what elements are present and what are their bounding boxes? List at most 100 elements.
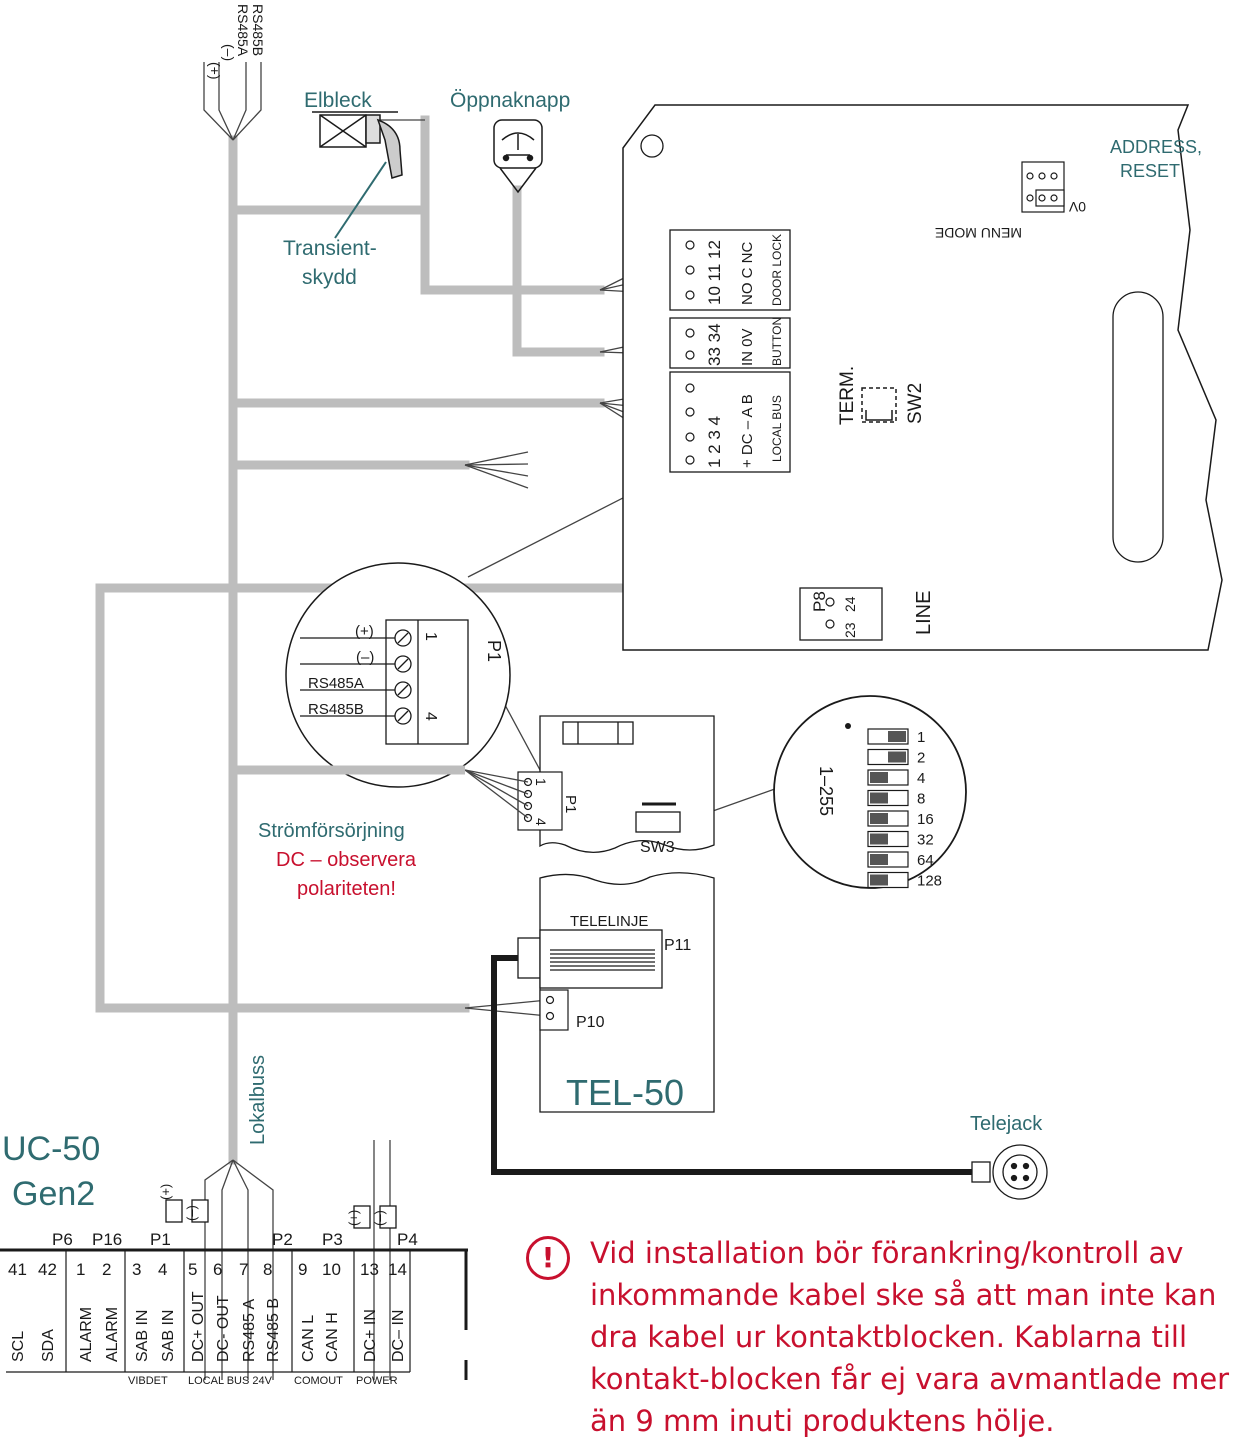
door-lock-name: DOOR LOCK	[770, 234, 784, 306]
uc50-port-label: P2	[272, 1230, 293, 1249]
cable-trunks	[95, 115, 785, 1165]
cable-plus-label: (+)	[207, 62, 223, 80]
uc50-pin-number: 13	[360, 1260, 379, 1279]
uc50-pin-number: 2	[102, 1260, 111, 1279]
door-screws	[685, 240, 835, 629]
dip-value-label: 8	[917, 791, 925, 808]
uc50-pin-number: 6	[213, 1260, 222, 1279]
uc50-pin-number: 1	[76, 1260, 85, 1279]
uc50-port-label: P1	[150, 1230, 171, 1249]
zoom-p1-title: P1	[484, 640, 504, 662]
reset-label: RESET	[1120, 161, 1180, 181]
p10-label: P10	[576, 1014, 605, 1031]
uc50-terminal-strip	[0, 1248, 468, 1380]
tel-50-label: TEL-50	[566, 1072, 684, 1113]
oppnaknapp-label: Öppnaknapp	[450, 89, 570, 112]
dip-knob-32	[870, 833, 888, 845]
telephone-cable	[491, 955, 978, 1175]
dip-value-label: 32	[917, 832, 934, 849]
dip-value-label: 1	[917, 729, 925, 746]
uc50-signal-label: ALARM	[104, 1307, 121, 1362]
dip-knob-16	[870, 813, 888, 824]
exit-button-symbol	[493, 119, 543, 194]
uc50-group-label: COMOUT	[294, 1375, 343, 1387]
uc50-pin-number: 7	[239, 1260, 248, 1279]
dip-value-label: 4	[917, 770, 925, 787]
dip-value-label: 128	[917, 873, 942, 890]
button-name: BUTTON	[770, 317, 784, 366]
elbleck-label: Elbleck	[304, 89, 372, 112]
button-numbers: 33 34	[705, 323, 724, 366]
uc50-p4-minus: (–)	[372, 1210, 387, 1226]
uc50-pin-number: 42	[38, 1260, 57, 1279]
uc50-port-label: P3	[322, 1230, 343, 1249]
uc50-signal-label: ALARM	[78, 1307, 95, 1362]
transient-label-2: skydd	[302, 266, 357, 289]
uc50-group-label: POWER	[356, 1375, 398, 1387]
dip-knob-8	[870, 792, 888, 804]
address-label: ADDRESS,	[1110, 137, 1202, 157]
uc50-signal-label: DC+ IN	[362, 1309, 379, 1362]
zoom-pin-1: 1	[422, 632, 439, 641]
telelinje-label: TELELINJE	[570, 913, 648, 930]
strom-label-2: DC – observera	[276, 849, 417, 871]
psu-pin-4: 4	[533, 818, 549, 826]
uc50-group-label: LOCAL BUS 24V	[188, 1375, 273, 1387]
dip-value-label: 16	[917, 811, 934, 828]
uc50-p1-plus: (+)	[158, 1184, 173, 1200]
uc50-signal-label: DC- OUT	[215, 1295, 232, 1362]
dip-knob-64	[870, 854, 888, 865]
p10-block	[539, 989, 569, 1031]
uc50-port-labels: P6 P16 P1 P2 P3 P4	[52, 1230, 418, 1249]
uc50-pin-number: 4	[158, 1260, 167, 1279]
uc50-signal-label: SAB IN	[160, 1310, 177, 1362]
line-pin-23: 23	[842, 622, 858, 638]
board-slot	[1112, 291, 1164, 563]
uc50-p1-minus: (–)	[184, 1205, 199, 1221]
sw3-switch	[635, 802, 681, 833]
uc50-signal-label: SAB IN	[134, 1310, 151, 1362]
uc50-pin-number: 9	[298, 1260, 307, 1279]
line-label: LINE	[913, 591, 935, 635]
zoom-rs485a: RS485A	[308, 675, 364, 692]
uc50-signal-label: SDA	[40, 1329, 57, 1362]
uc50-signal-label: SCL	[10, 1331, 27, 1362]
cable-rs485b-label: RS485B	[250, 4, 266, 56]
uc50-pin-number: 14	[388, 1260, 407, 1279]
uc50-signal-label: CAN L	[300, 1315, 317, 1362]
sw2-label: SW2	[905, 383, 926, 424]
installation-warning: Vid installation bör förankring/kontroll…	[590, 1236, 1230, 1437]
dip-value-label: 64	[917, 852, 934, 869]
button-signals: IN 0V	[739, 328, 756, 366]
dip-knob-128	[870, 874, 888, 886]
telejack-symbol	[971, 1144, 1048, 1200]
uc50-signal-label: CAN H	[324, 1312, 341, 1362]
uc50-port-label: P4	[397, 1230, 418, 1249]
uc50-pin-number: 41	[8, 1260, 27, 1279]
dip-knob-2	[888, 751, 906, 763]
uc50-gen2: Gen2	[12, 1175, 95, 1213]
uc50-signal-label: DC– IN	[390, 1310, 407, 1362]
psu-fuse	[562, 721, 634, 745]
uc50-port-label: P6	[52, 1230, 73, 1249]
dip-knob-1	[888, 731, 906, 742]
menu-mode-label: MENU MODE	[935, 225, 1022, 241]
uc50-port-label: P16	[92, 1230, 122, 1249]
uc50-title: UC-50	[2, 1130, 100, 1168]
zoom-pin-4: 4	[422, 712, 439, 721]
local-bus-signals: + DC – A B	[739, 394, 756, 468]
p1-zoom-block	[300, 619, 469, 745]
uc50-pin-number: 10	[322, 1260, 341, 1279]
elbleck-symbol	[312, 111, 403, 179]
strom-label-3: polariteten!	[297, 878, 396, 900]
lokalbuss-label: Lokalbuss	[247, 1055, 269, 1145]
telejack-label: Telejack	[970, 1113, 1043, 1135]
uc50-signal-label: RS485 A	[241, 1299, 258, 1362]
p11-connector	[517, 929, 663, 989]
cable-minus-label: (–)	[221, 44, 237, 61]
sw2-switch	[861, 387, 897, 423]
